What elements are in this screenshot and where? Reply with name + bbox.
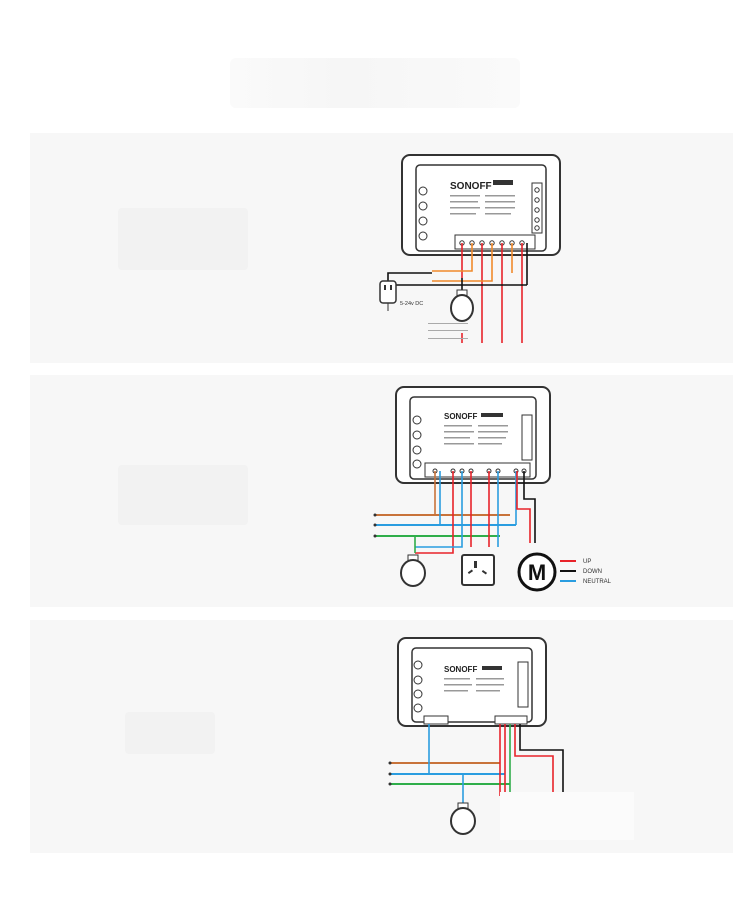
motor-symbol: M: [528, 560, 546, 585]
brand-logo: SONOFF: [444, 665, 477, 674]
brand-logo: SONOFF: [444, 412, 477, 421]
light-bulb-icon: [450, 289, 474, 322]
diagram-panel-1: SONOFF 5-24v DC: [30, 133, 733, 363]
wiring-diagram-dc: SONOFF 5-24v DC: [379, 154, 561, 343]
wiring-diagram-light: SONOFF: [388, 637, 634, 840]
legend-down: DOWN: [583, 569, 602, 575]
wire-legend: UP DOWN NEUTRAL: [560, 559, 612, 585]
diagram-description-3: [125, 712, 215, 754]
relay-buttons-left: [418, 186, 428, 241]
motor-icon: M: [517, 552, 557, 592]
wall-socket-icon: [461, 554, 495, 586]
power-label: 5-24v DC: [400, 301, 423, 307]
light-bulb-icon: [450, 802, 476, 835]
dc-power-adapter: [379, 280, 397, 311]
legend-neutral: NEUTRAL: [583, 579, 612, 585]
diagram-description-2: [118, 465, 248, 525]
page-title-area: [230, 58, 520, 108]
wiring-diagram-motor: SONOFF: [373, 386, 612, 592]
terminal-block-right: [531, 182, 543, 234]
legend-up: UP: [583, 559, 591, 565]
diagram-description-1: [118, 208, 248, 270]
light-bulb-icon: [400, 554, 426, 587]
diagram-panel-2: SONOFF: [30, 375, 733, 607]
diagram-panel-3: SONOFF: [30, 620, 733, 853]
brand-logo: SONOFF: [450, 181, 492, 192]
